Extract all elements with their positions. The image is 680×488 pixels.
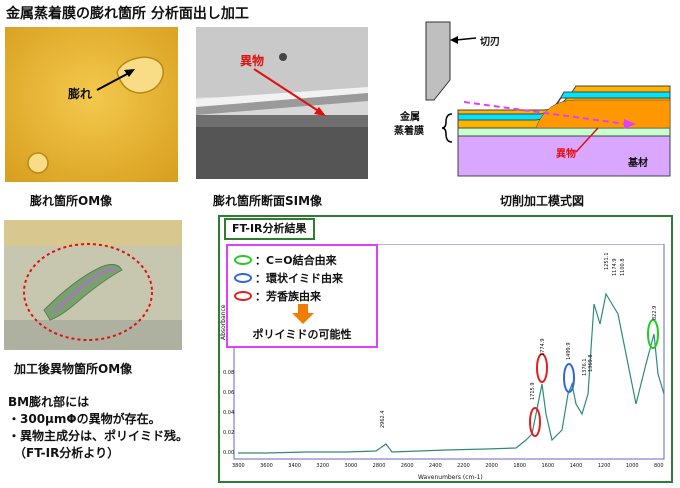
findings-notes: BM膨れ部には ・300μmΦの異物が存在。 ・異物主成分は、ポリイミド残。 （…: [8, 394, 188, 462]
note-line: BM膨れ部には: [8, 395, 90, 409]
blade-label: 切刃: [480, 37, 500, 48]
x-tick-label: 2000: [485, 463, 498, 469]
note-line: （FT-IR分析より）: [14, 446, 120, 460]
om-swelling-label: 膨れ: [68, 87, 93, 101]
peak-label: 1715.9: [530, 382, 536, 401]
x-tick-label: 1400: [569, 463, 583, 469]
x-tick-label: 1600: [541, 463, 555, 469]
y-tick-label: 0.04: [223, 410, 235, 416]
x-tick-label: 3600: [260, 463, 273, 469]
x-tick-label: 3200: [316, 463, 330, 469]
ftir-title: FT-IR分析結果: [224, 218, 315, 240]
peak-label: 1174.9: [612, 258, 618, 277]
ftir-legend: ：C=O結合由来 ：環状イミド由来 ：芳香族由来 ポリイミドの可能性: [226, 244, 378, 348]
om-image: [5, 27, 178, 182]
ftir-panel: [218, 215, 673, 483]
note-line: ・300μmΦの異物が存在。: [8, 412, 161, 426]
peak-label: 1774.9: [540, 338, 546, 357]
x-tick-label: 3400: [288, 463, 301, 469]
peak-label: 1369.8: [588, 354, 594, 373]
x-tick-label: 1800: [513, 463, 527, 469]
peak-label: 2962.4: [380, 410, 386, 429]
red-ring-icon: [234, 291, 252, 301]
down-arrow-icon: [292, 304, 314, 324]
legend-imide: ：環状イミド由来: [234, 270, 343, 286]
peak-label: 1499.9: [566, 342, 572, 361]
sim-image: [196, 27, 368, 179]
page-title: 金属蒸着膜の膨れ箇所 分析面出し加工: [6, 6, 249, 22]
substrate-label: 基材: [628, 158, 648, 169]
x-tick-label: 3000: [344, 463, 358, 469]
peak-label: 822.9: [652, 305, 658, 320]
peak-label: 1251.1: [604, 252, 610, 271]
ftir-conclusion: ポリイミドの可能性: [252, 328, 352, 341]
green-ring-icon: [234, 255, 252, 265]
y-tick-label: 0.06: [223, 390, 235, 396]
cutting-schematic: [425, 21, 671, 177]
peak-label: 1100.8: [620, 258, 626, 277]
peak-label: 1376.1: [582, 358, 588, 377]
metal-label-line1: 金属: [400, 112, 420, 123]
legend-co: ：C=O結合由来: [234, 252, 337, 268]
metal-label-line2: 蒸着膜: [394, 126, 424, 137]
x-tick-label: 2600: [400, 463, 414, 469]
processed-caption: 加工後異物箇所OM像: [14, 362, 133, 376]
schematic-caption: 切削加工模式図: [500, 194, 585, 208]
processed-om-image: [4, 220, 182, 350]
ftir-xlabel: Wavenumbers (cm-1): [418, 474, 483, 481]
sim-foreign-label: 異物: [240, 54, 265, 68]
blue-ring-icon: [234, 273, 252, 283]
y-tick-label: 0.02: [223, 430, 235, 436]
note-line: ・異物主成分は、ポリイミド残。: [8, 429, 189, 443]
sim-caption: 膨れ箇所断面SIM像: [213, 194, 323, 208]
legend-aromatic: ：芳香族由来: [234, 288, 321, 304]
x-tick-label: 2200: [457, 463, 470, 469]
x-tick-label: 800: [654, 463, 664, 469]
schematic-foreign-label: 異物: [556, 149, 576, 160]
ftir-spectrum: [233, 244, 665, 460]
om-caption: 膨れ箇所OM像: [30, 194, 113, 208]
x-tick-label: 2400: [428, 463, 442, 469]
x-tick-label: 1000: [625, 463, 639, 469]
y-tick-label: 0.00: [223, 450, 235, 456]
x-tick-label: 3800: [232, 463, 245, 469]
y-tick-label: 0.08: [223, 370, 235, 376]
x-tick-label: 1200: [597, 463, 611, 469]
spectrum-line: [238, 292, 665, 454]
x-tick-label: 2800: [372, 463, 386, 469]
